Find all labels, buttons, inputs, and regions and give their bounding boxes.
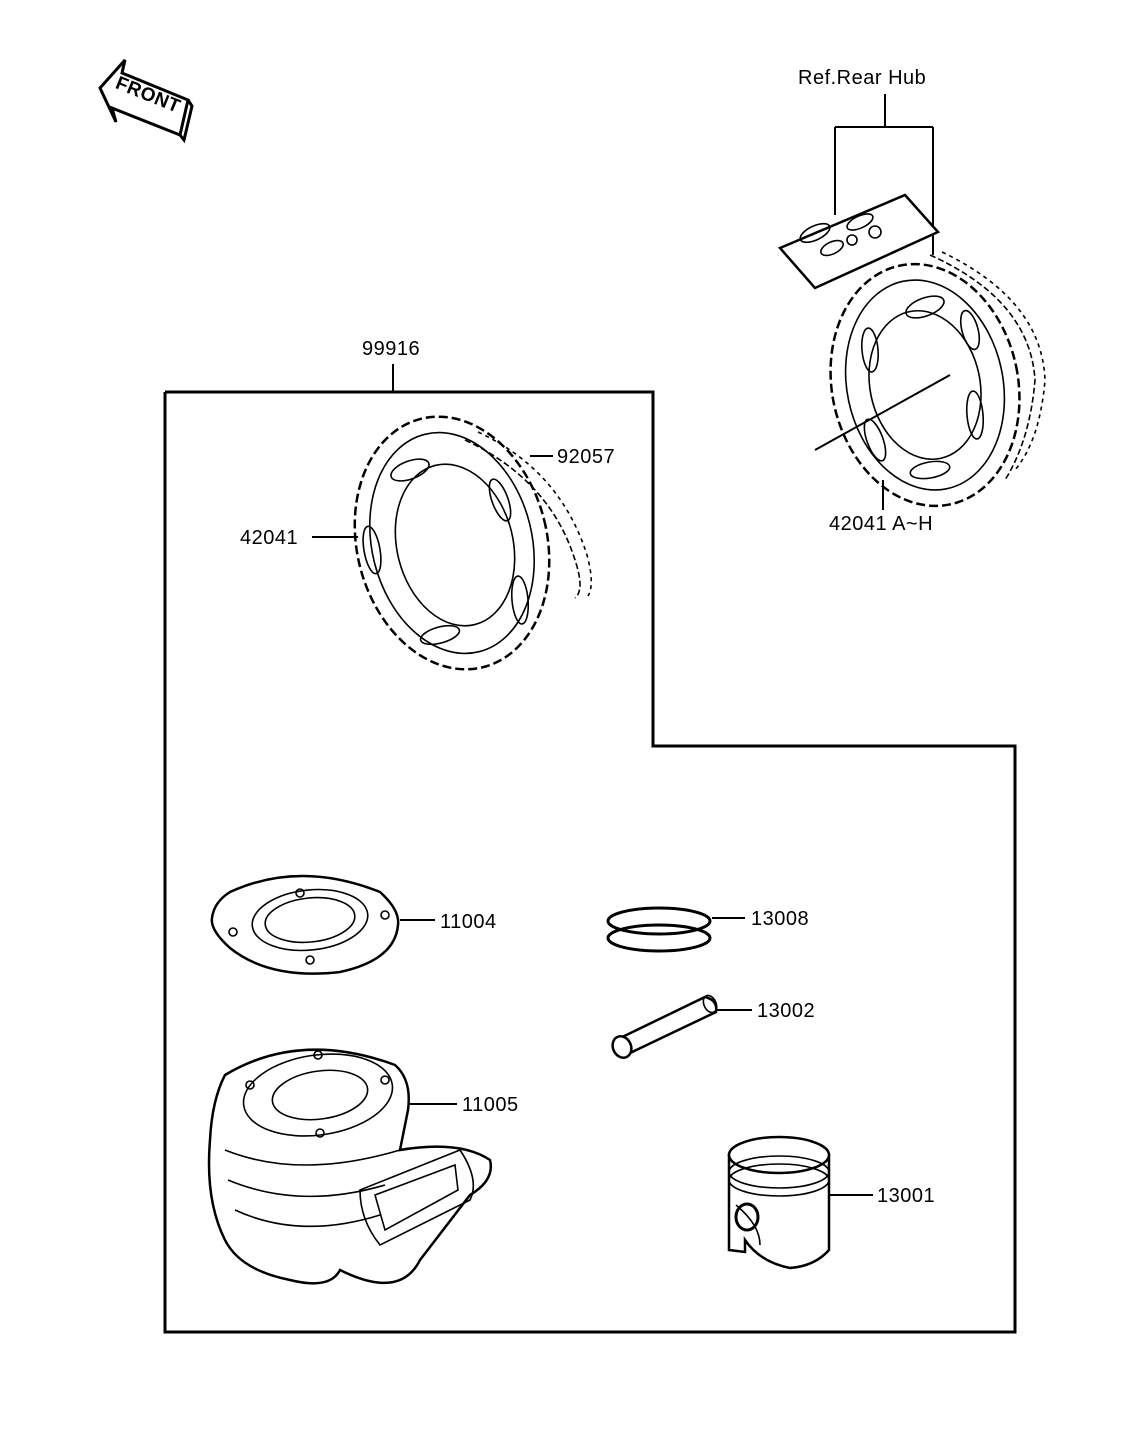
cylinder-drawing [207,1048,493,1285]
callout-11004: 11004 [440,911,497,933]
callout-13008: 13008 [751,908,809,930]
piston-pin-drawing [611,994,718,1059]
callout-11005: 11005 [462,1094,519,1116]
callout-42041-a-h: 42041 A~H [829,513,933,535]
callout-13001: 13001 [877,1185,935,1207]
callout-13002: 13002 [757,1000,815,1022]
callout-92057: 92057 [557,446,615,468]
piston-drawing [727,1135,831,1270]
sprocket-ref-drawing [814,251,1046,510]
front-arrow-icon: FRONT [98,59,194,144]
kit-99916-outline: 99916 [163,338,1017,1334]
chain-master-link [777,193,941,290]
head-gasket-drawing [210,874,400,975]
sprocket-drawing [353,415,551,671]
kit-number-label: 99916 [362,338,420,360]
ref-rear-hub-label: Ref.Rear Hub [798,67,926,89]
chain-drawing [464,431,593,599]
piston-rings-drawing [606,906,712,953]
callout-42041: 42041 [240,527,298,549]
